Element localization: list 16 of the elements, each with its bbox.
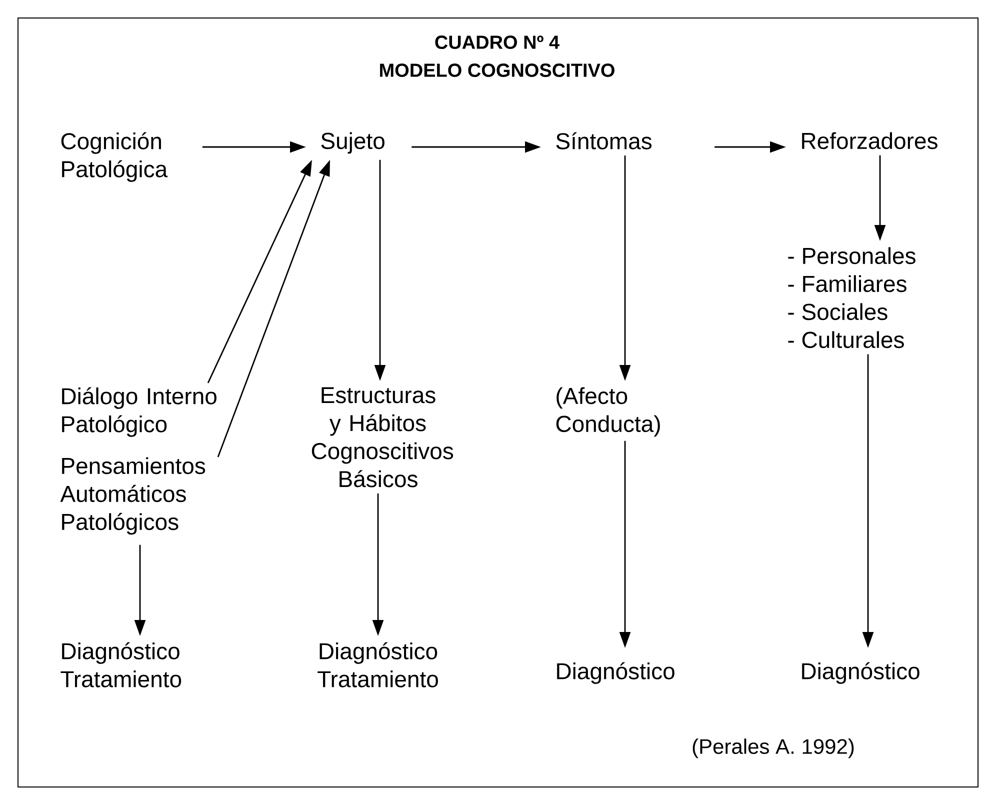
concept-label: Reforzadores — [802, 132, 938, 150]
subtitle: MODELO COGNOSCITIVO — [380, 64, 614, 77]
concept-label: Diagnóstico Tratamiento — [60, 642, 182, 688]
concept-label: Estructuras y Hábitos Cognoscitivos Básicos — [312, 387, 454, 488]
concept-label: (Afecto Conducta) — [556, 387, 660, 437]
citation: (Perales A. 1992) — [692, 738, 854, 758]
concept-label: Diagnóstico Tratamiento — [318, 642, 438, 688]
concept-label: Diálogo Interno Patológico — [62, 387, 216, 437]
concept-label: Cognición Patológica — [61, 132, 168, 182]
title: CUADRO Nº 4 — [435, 36, 560, 49]
concept-label: Diagnóstico — [557, 662, 674, 684]
concept-label: Pensamientos Automáticos Patológicos — [60, 457, 206, 535]
concept-label: Síntomas — [556, 132, 652, 150]
concept-label: Diagnóstico — [802, 662, 920, 684]
concept-label: Sujeto — [321, 132, 384, 154]
concept-label: - Personales - Familiares - Sociales - Culturales — [788, 247, 916, 348]
